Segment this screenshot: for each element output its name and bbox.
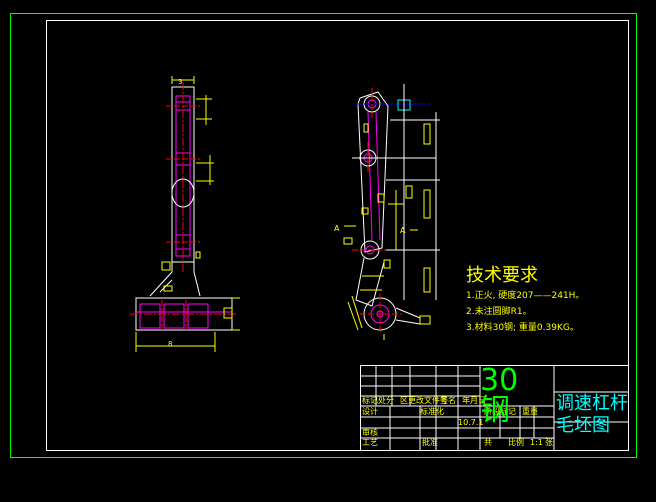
tb-label-zhang: 张 [545, 438, 553, 447]
tb-label-sheji: 设计 [362, 407, 378, 416]
tb-label-shenhe: 审核 [362, 428, 378, 437]
tb-label-gongyi: 工艺 [362, 438, 378, 447]
tb-label-bili: 比例 [508, 438, 524, 447]
dim-top-left: 3 [178, 78, 182, 86]
tb-scale: 1:1 [530, 438, 543, 447]
title-block [360, 365, 629, 451]
tb-label-qianming: 签名 [440, 396, 456, 405]
tb-label-jieduan: 阶段标记 [484, 407, 516, 416]
left-view [130, 76, 240, 352]
tb-date: 10.7.1 [458, 418, 484, 427]
note-line-2: 2.未注圆脚R1。 [466, 307, 532, 317]
front-view [343, 84, 440, 340]
note-line-1: 1.正火, 硬度207——241H。 [466, 291, 585, 301]
tb-label-nianyueri: 年月日 [462, 396, 486, 405]
tb-label-gong: 共 [484, 438, 492, 447]
sheet-border [46, 20, 629, 451]
tb-label-biaoji: 标记处分 [362, 396, 394, 405]
dim-bottom-left: 8 [168, 340, 172, 348]
note-line-3: 3.材料30钢; 重量0.39KG。 [466, 323, 579, 333]
tb-material: 30钢 [480, 363, 519, 428]
notes-title: 技术要求 [466, 265, 538, 286]
tb-part-name: 调速杠杆毛坯图 [556, 393, 628, 436]
outer-frame [10, 13, 637, 458]
section-mark-a-left: A [334, 224, 340, 233]
tb-label-pizhun: 批准 [422, 438, 438, 447]
tb-label-tiao: 区更改文件号 [400, 396, 448, 405]
tb-label-zhongliang: 重量 [522, 407, 538, 416]
technical-requirements: 技术要求 1.正火, 硬度207——241H。 2.未注圆脚R1。 3.材料30… [466, 264, 584, 336]
section-mark-a-right: A [400, 226, 406, 235]
tb-label-biaozhunhua: 标准化 [420, 407, 444, 416]
